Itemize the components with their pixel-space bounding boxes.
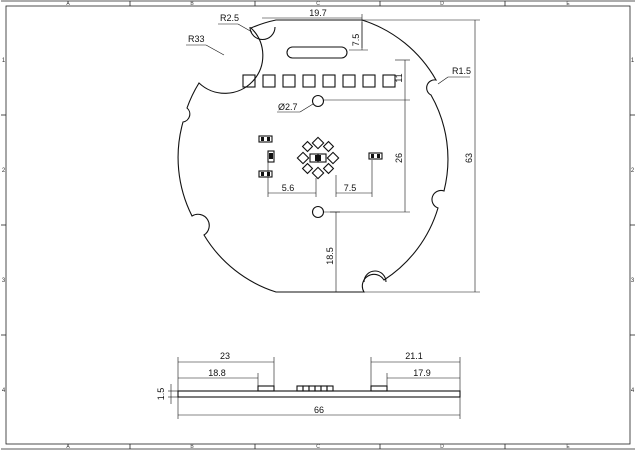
dim-right-outer-label: 21.1 — [405, 351, 423, 361]
dim-slot-height-label: 7.5 — [351, 34, 361, 47]
zone-row-3-right: 3 — [631, 278, 635, 284]
zone-col-e: E — [566, 1, 570, 7]
smd-components — [258, 135, 383, 178]
pad-4 — [302, 74, 316, 88]
pad-7 — [362, 74, 376, 88]
bottom-notch — [363, 270, 387, 283]
top-notch — [249, 26, 276, 41]
top-view-dimensions: R2.5 R33 19.7 7.5 11 26 63 R1.5 — [186, 8, 480, 293]
radius-notch-large-label: R2.5 — [220, 13, 239, 23]
zone-col-e-bottom: E — [566, 444, 570, 450]
zone-col-c-bottom: C — [316, 444, 320, 450]
smd-right — [368, 152, 383, 160]
side-board-body — [177, 390, 461, 398]
dim-overall-height-label: 63 — [464, 153, 474, 163]
dim-right-inner-label: 17.9 — [413, 368, 431, 378]
dim-slot-offset-label: 19.7 — [309, 8, 327, 18]
hole-diameter-label: Ø2.7 — [278, 102, 298, 112]
side-led-3 — [308, 385, 316, 392]
board-side-view — [177, 385, 461, 398]
board-top-view — [177, 19, 449, 293]
zone-col-d: D — [440, 1, 444, 7]
mounting-slot — [286, 46, 348, 59]
radius-notch-small-label: R1.5 — [452, 66, 471, 76]
zone-row-4: 4 — [2, 388, 6, 394]
side-component-left — [257, 385, 275, 392]
pad-6 — [342, 74, 356, 88]
side-led-6 — [326, 385, 334, 392]
lower-mount-hole — [311, 205, 325, 219]
zone-col-a-bottom: A — [66, 444, 70, 450]
led-e — [326, 151, 340, 165]
dim-led-right-label: 7.5 — [344, 183, 357, 193]
led-ne — [322, 140, 335, 153]
side-led-1 — [296, 385, 304, 392]
led-cluster — [296, 136, 340, 180]
zone-row-labels-left: 1 2 3 4 — [2, 58, 6, 394]
side-led-4 — [314, 385, 322, 392]
dim-thickness-label: 1.5 — [156, 388, 166, 401]
zone-col-b-bottom: B — [190, 444, 194, 450]
zone-row-4-right: 4 — [631, 388, 635, 394]
side-led-5 — [320, 385, 328, 392]
led-core — [315, 155, 321, 161]
led-sw — [301, 162, 314, 175]
zone-col-d-bottom: D — [440, 444, 444, 450]
smd-left-bottom — [258, 170, 273, 178]
pad-1 — [242, 74, 256, 88]
dim-left-inner-label: 18.8 — [208, 368, 226, 378]
zone-column-labels-bottom: A B C D E — [66, 444, 570, 450]
zone-row-labels-right: 1 2 3 4 — [631, 58, 635, 394]
led-se — [322, 162, 335, 175]
radius-outer-label: R33 — [188, 34, 205, 44]
zone-row-3: 3 — [2, 278, 6, 284]
dim-left-outer-label: 23 — [220, 351, 230, 361]
led-n — [311, 136, 325, 150]
zone-col-c: C — [316, 1, 320, 7]
pad-3 — [282, 74, 296, 88]
upper-mount-hole — [311, 94, 325, 108]
zone-row-1-right: 1 — [631, 58, 635, 64]
pad-row — [242, 74, 396, 88]
dim-lower-hole-label: 18.5 — [325, 247, 335, 265]
pad-2 — [262, 74, 276, 88]
side-view-dimensions: 23 18.8 21.1 17.9 1.5 66 — [156, 351, 461, 419]
zone-column-labels-top: A B C D E — [66, 1, 570, 7]
dim-pads-to-hole-label: 11 — [394, 73, 404, 82]
zone-row-2-right: 2 — [631, 168, 635, 174]
side-component-right — [370, 385, 388, 392]
dim-hole-spacing-label: 26 — [394, 153, 404, 163]
zone-col-b: B — [190, 1, 194, 7]
zone-row-2: 2 — [2, 168, 6, 174]
zone-col-a: A — [66, 1, 70, 7]
led-w — [296, 151, 310, 165]
pad-5 — [322, 74, 336, 88]
led-s — [311, 166, 325, 180]
led-nw — [301, 140, 314, 153]
smd-left-middle — [267, 150, 275, 163]
zone-row-1: 1 — [2, 58, 6, 64]
side-led-2 — [302, 385, 310, 392]
dim-led-left-label: 5.6 — [282, 183, 295, 193]
dim-overall-width-label: 66 — [314, 405, 324, 415]
board-outline — [177, 19, 449, 293]
pad-8 — [382, 74, 396, 88]
smd-left-top — [258, 135, 273, 143]
